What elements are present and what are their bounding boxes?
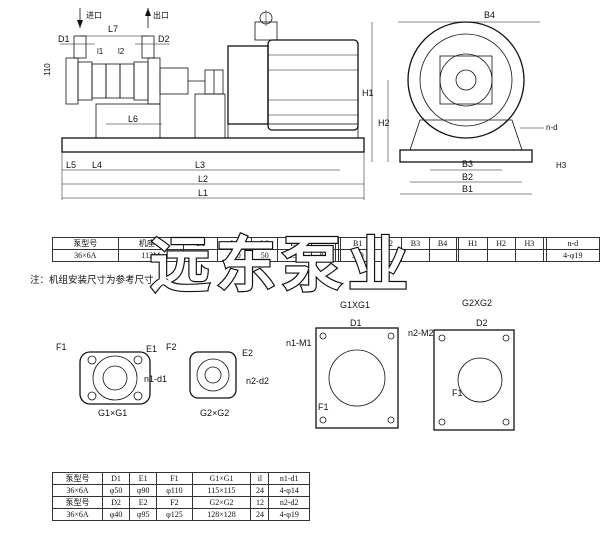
dimension-table: 泵型号 机座号 L1 L2 L3 L5 B1 B2 B3 B4 H1 H2 H3… <box>52 237 600 262</box>
dim-D2: D2 <box>158 34 170 44</box>
dim-L5: L5 <box>66 160 76 170</box>
inlet-flange-E: E1 <box>146 344 157 354</box>
inlet-flange: F1 E1 n1-d1 G1×G1 <box>56 342 167 418</box>
dim-H2: H2 <box>378 118 390 128</box>
table-cell <box>428 249 457 262</box>
dim-110: 110 <box>43 63 52 76</box>
inlet-callout: 进口 <box>86 11 102 20</box>
inlet-flange-size: G1×G1 <box>98 408 127 418</box>
table-cell: φ40 <box>101 508 131 521</box>
table-cell: 4-φ14 <box>268 484 310 497</box>
outlet-flange-F: F2 <box>166 342 177 352</box>
base-left: G1XG1 D1 n1-M1 F1 <box>286 300 399 429</box>
dim-B2: B2 <box>462 172 473 182</box>
base-left-size: G1XG1 <box>340 300 370 310</box>
dim-L6: L7 <box>108 24 118 34</box>
table-cell <box>335 249 339 262</box>
table-cell: 泵型号 <box>52 496 103 509</box>
table-cell: 36×6A <box>52 508 103 521</box>
table-cell: 884 <box>183 249 219 262</box>
table-cell: 720 <box>217 249 253 262</box>
base-left-holes: n1-M1 <box>286 338 312 348</box>
base-right-holes: n2-M2 <box>408 328 434 338</box>
dim-L1: L1 <box>198 188 208 198</box>
dim-l1: l1 <box>97 47 104 56</box>
dim-L7: L6 <box>128 114 138 124</box>
dim-L2: L2 <box>198 174 208 184</box>
outlet-flange-size: G2×G2 <box>200 408 229 418</box>
outlet-flange-holes: n2-d2 <box>246 376 269 386</box>
table-cell: n2-d2 <box>268 496 310 509</box>
table-cell: 36×6A <box>52 484 103 497</box>
table-cell: 4-φ19 <box>545 249 600 262</box>
table-cell: φ110 <box>156 484 193 497</box>
dim-l2: l2 <box>118 47 125 56</box>
base-right-D: D2 <box>476 318 488 328</box>
table-cell: il <box>250 472 270 485</box>
table-cell: G1×G1 <box>191 472 252 485</box>
table-cell: 50 <box>251 249 279 262</box>
install-note: 注：机组安装尺寸为参考尺寸 <box>30 275 154 286</box>
dim-H1: H1 <box>362 88 374 98</box>
table-cell: 112M <box>117 249 185 262</box>
dim-D1: D1 <box>58 34 70 44</box>
dim-H3: H3 <box>556 161 567 170</box>
table-cell: 24 <box>250 484 270 497</box>
dim-B1: B1 <box>462 184 473 194</box>
table-cell: F2 <box>156 496 193 509</box>
table-cell: G2×G2 <box>191 496 252 509</box>
dim-B3: B3 <box>462 159 473 169</box>
table-cell: φ95 <box>129 508 158 521</box>
table-cell: E1 <box>129 472 158 485</box>
base-left-D: D1 <box>350 318 362 328</box>
table-cell: 380 <box>340 249 376 262</box>
dim-L4: L4 <box>92 160 102 170</box>
outlet-flange-E: E2 <box>242 348 253 358</box>
table-cell: 24 <box>250 508 270 521</box>
inlet-flange-F: F1 <box>56 342 67 352</box>
table-cell: φ50 <box>101 484 131 497</box>
table-cell: φ125 <box>156 508 193 521</box>
watermark: 远东泵业 <box>150 231 414 301</box>
table-cell: D2 <box>101 496 131 509</box>
table-cell: D1 <box>101 472 131 485</box>
table-cell: 115×115 <box>191 484 252 497</box>
base-right-size: G2XG2 <box>462 298 492 308</box>
table-cell: E2 <box>129 496 158 509</box>
table-cell: φ90 <box>129 484 158 497</box>
table-cell: 36×6A <box>52 249 119 262</box>
table-cell: 130 <box>277 249 313 262</box>
side-view: 进口 出口 L7 D1 D2 l1 l2 110 <box>43 8 365 200</box>
base-right: G2XG2 D2 n2-M2 F1 <box>408 298 515 431</box>
table-row: 泵型号 机座号 L1 L2 L3 L5 B1 B2 B3 B4 H1 H2 H3… <box>52 237 600 250</box>
inlet-flange-holes: n1-d1 <box>144 374 167 384</box>
end-view: B4 H1 H2 n-d H3 B3 B2 B1 <box>362 10 567 195</box>
table-row: 36×6A 112M 884 720 50 130 84 380 4-φ19 <box>52 249 600 262</box>
table-cell: 84 <box>311 249 336 262</box>
outlet-flange: F2 E2 n2-d2 G2×G2 <box>166 342 269 418</box>
base-right-F: F1 <box>452 388 463 398</box>
table-cell <box>514 249 545 262</box>
dim-B4: B4 <box>484 10 495 20</box>
table-cell: 12 <box>250 496 270 509</box>
dim-n-d: n-d <box>546 123 558 132</box>
table-cell: 128×128 <box>191 508 252 521</box>
table-cell: 泵型号 <box>52 472 103 485</box>
table-cell: n1-d1 <box>268 472 310 485</box>
outlet-callout: 出口 <box>153 10 169 20</box>
base-left-F: F1 <box>318 402 329 412</box>
dim-L3: L3 <box>195 160 205 170</box>
table-cell: F1 <box>156 472 193 485</box>
table-cell: 4-φ19 <box>268 508 310 521</box>
